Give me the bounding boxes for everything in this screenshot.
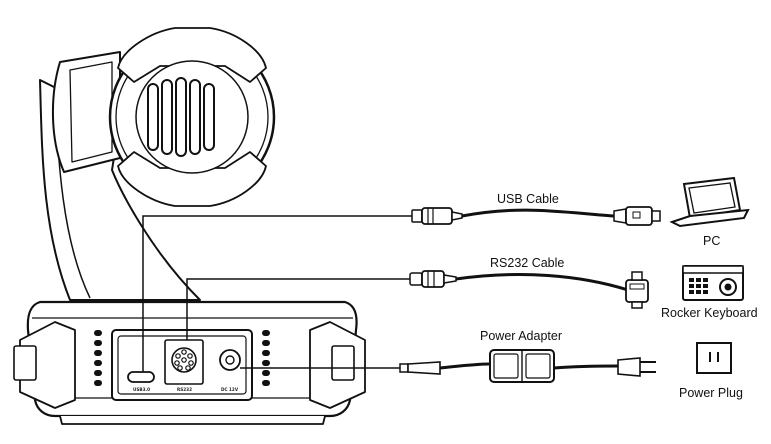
rs232-port-label: RS232 [177, 387, 192, 392]
usb-cable [411, 206, 661, 226]
right-vents [262, 330, 270, 386]
rs232-leader-line [186, 278, 414, 340]
laptop-icon [669, 176, 750, 228]
power-plug-label: Power Plug [679, 386, 743, 400]
camera-base [13, 300, 366, 425]
usb-leader-line [142, 215, 414, 372]
usb-cable-label: USB Cable [497, 192, 559, 206]
camera-head [51, 27, 276, 207]
rs232-cable [409, 270, 649, 309]
usb-port-label: USB3.0 [133, 387, 150, 392]
rocker-keyboard-icon [682, 265, 744, 301]
power-adapter [399, 349, 656, 383]
power-outlet-icon [696, 342, 732, 374]
rs232-cable-label: RS232 Cable [490, 256, 565, 270]
power-adapter-label: Power Adapter [480, 329, 562, 343]
pc-label: PC [703, 234, 721, 248]
rocker-keyboard-label: Rocker Keyboard [661, 306, 758, 320]
dc-port-label: DC 12V [221, 387, 239, 392]
usb-port [127, 371, 155, 383]
left-vents [94, 330, 102, 386]
